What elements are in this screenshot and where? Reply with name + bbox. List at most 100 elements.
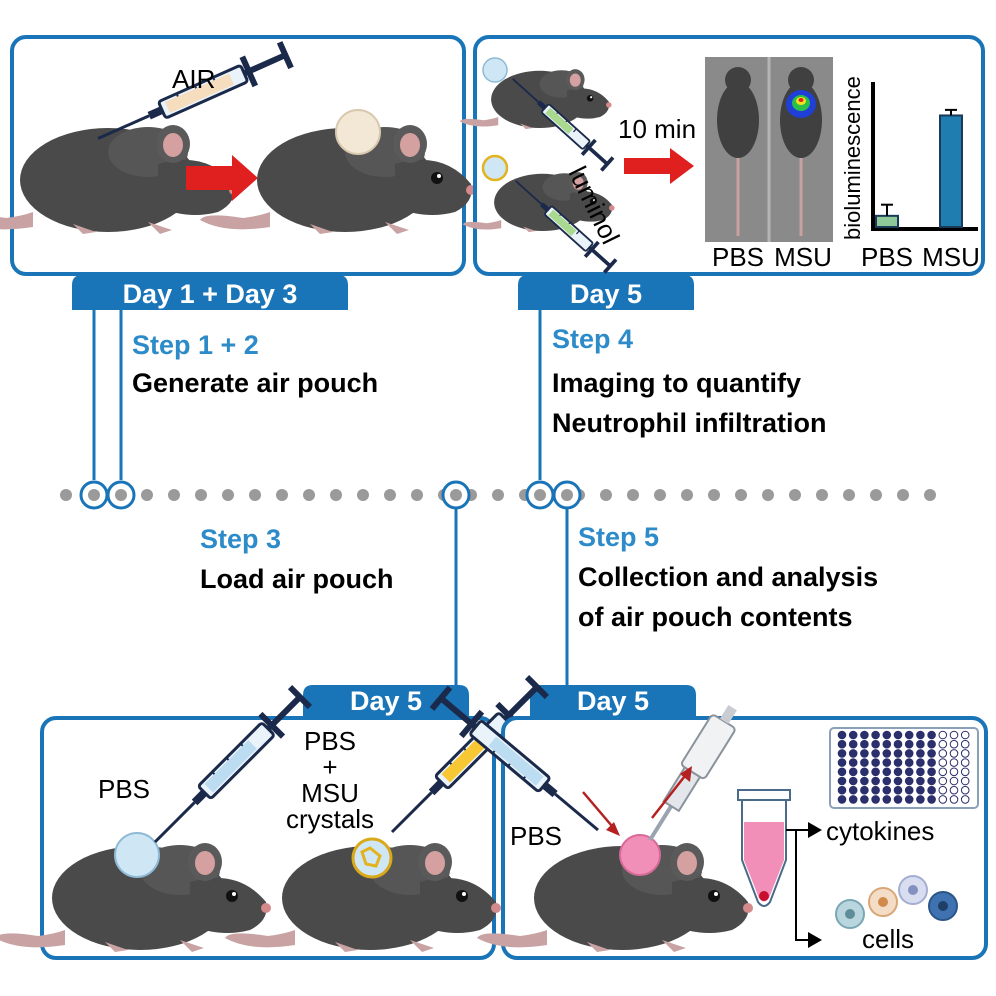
- well: [848, 776, 858, 786]
- step-3-desc: Load air pouch: [200, 564, 394, 594]
- well: [949, 730, 959, 740]
- well: [904, 730, 914, 740]
- well: [837, 785, 847, 795]
- well: [837, 739, 847, 749]
- well: [916, 776, 925, 786]
- well-plate-icon: [829, 727, 979, 809]
- tag-day-5-step-5: Day 5: [530, 685, 696, 718]
- well: [882, 739, 892, 749]
- well: [916, 730, 925, 740]
- msu-label-line-1: PBS: [304, 726, 356, 756]
- red-arrow-icon: [186, 155, 258, 201]
- timeline-dot: [708, 489, 720, 501]
- imaged-mouse-pbs: [717, 67, 759, 236]
- well: [893, 785, 903, 795]
- well: [860, 767, 869, 777]
- well: [860, 730, 869, 740]
- well: [938, 776, 948, 786]
- timeline-dot: [249, 489, 261, 501]
- well: [848, 730, 858, 740]
- timeline-dot: [654, 489, 666, 501]
- red-arrow-icon: [651, 771, 689, 819]
- well: [916, 758, 925, 767]
- well: [916, 749, 925, 758]
- well: [960, 739, 970, 749]
- pbs-label: PBS: [98, 774, 150, 804]
- well: [848, 758, 858, 767]
- step-1-2-label: Step 1 + 2: [132, 330, 259, 360]
- tube-icon: [737, 789, 791, 907]
- well: [871, 795, 880, 804]
- well: [960, 785, 970, 795]
- well: [916, 739, 925, 749]
- well: [893, 758, 903, 767]
- step-5-desc-line-2: of air pouch contents: [578, 602, 853, 632]
- pouch-fluid-icon: [619, 834, 661, 876]
- well: [938, 749, 948, 758]
- well: [871, 749, 880, 758]
- air-syringe-icon: [90, 37, 297, 155]
- well: [904, 749, 914, 758]
- timeline-dot: [681, 489, 693, 501]
- timeline-dot: [384, 489, 396, 501]
- well: [848, 749, 858, 758]
- red-arrow-icon: [624, 148, 694, 184]
- well: [882, 767, 892, 777]
- well: [837, 776, 847, 786]
- well: [938, 795, 948, 804]
- pouch-msu-icon: [481, 154, 509, 182]
- cells-icon: [835, 875, 958, 929]
- pouch-pbs-icon: [114, 832, 160, 878]
- timeline-dot: [411, 489, 423, 501]
- bioluminescence-chart: bioluminescence PBS MSU: [840, 76, 980, 272]
- chart-tick-label: PBS: [861, 242, 913, 272]
- well: [949, 795, 959, 804]
- well: [837, 749, 847, 758]
- arrow-to-cells-icon: [808, 932, 822, 948]
- pouch-msu-icon: [351, 837, 393, 879]
- timeline-dot: [303, 489, 315, 501]
- timeline-dot: [816, 489, 828, 501]
- timeline-dot: [897, 489, 909, 501]
- pipette-icon: [648, 705, 737, 842]
- well: [893, 749, 903, 758]
- well: [860, 785, 869, 795]
- image-label-pbs: PBS: [712, 242, 764, 272]
- well: [927, 758, 936, 767]
- well: [916, 767, 925, 777]
- svg-text:Day 5: Day 5: [350, 686, 422, 716]
- svg-text:Day 5: Day 5: [577, 686, 649, 716]
- msu-label-line-4: crystals: [286, 804, 374, 834]
- well: [904, 795, 914, 804]
- step-4-desc-line-1: Imaging to quantify: [552, 368, 801, 398]
- well: [893, 739, 903, 749]
- cytokines-label: cytokines: [826, 816, 934, 846]
- tag-day-5-step-3: Day 5: [303, 685, 469, 718]
- well: [949, 785, 959, 795]
- tag-day-5-top: Day 5: [518, 275, 694, 310]
- well: [916, 795, 925, 804]
- well: [860, 795, 869, 804]
- well: [927, 795, 936, 804]
- well: [927, 749, 936, 758]
- well: [938, 730, 948, 740]
- well: [882, 785, 892, 795]
- well: [882, 730, 892, 740]
- well: [848, 785, 858, 795]
- timeline-dot: [276, 489, 288, 501]
- well: [960, 749, 970, 758]
- timeline-dot: [330, 489, 342, 501]
- tag-day-1-3: Day 1 + Day 3: [72, 275, 348, 310]
- well: [949, 739, 959, 749]
- msu-label-line-3: MSU: [301, 778, 359, 808]
- chart-tick-label: MSU: [922, 242, 980, 272]
- well: [882, 776, 892, 786]
- well: [871, 785, 880, 795]
- well: [837, 758, 847, 767]
- well: [848, 795, 858, 804]
- arrow-to-cytokines-icon: [808, 822, 822, 838]
- well: [860, 776, 869, 786]
- step-4-label: Step 4: [552, 324, 633, 354]
- well: [893, 730, 903, 740]
- well: [893, 767, 903, 777]
